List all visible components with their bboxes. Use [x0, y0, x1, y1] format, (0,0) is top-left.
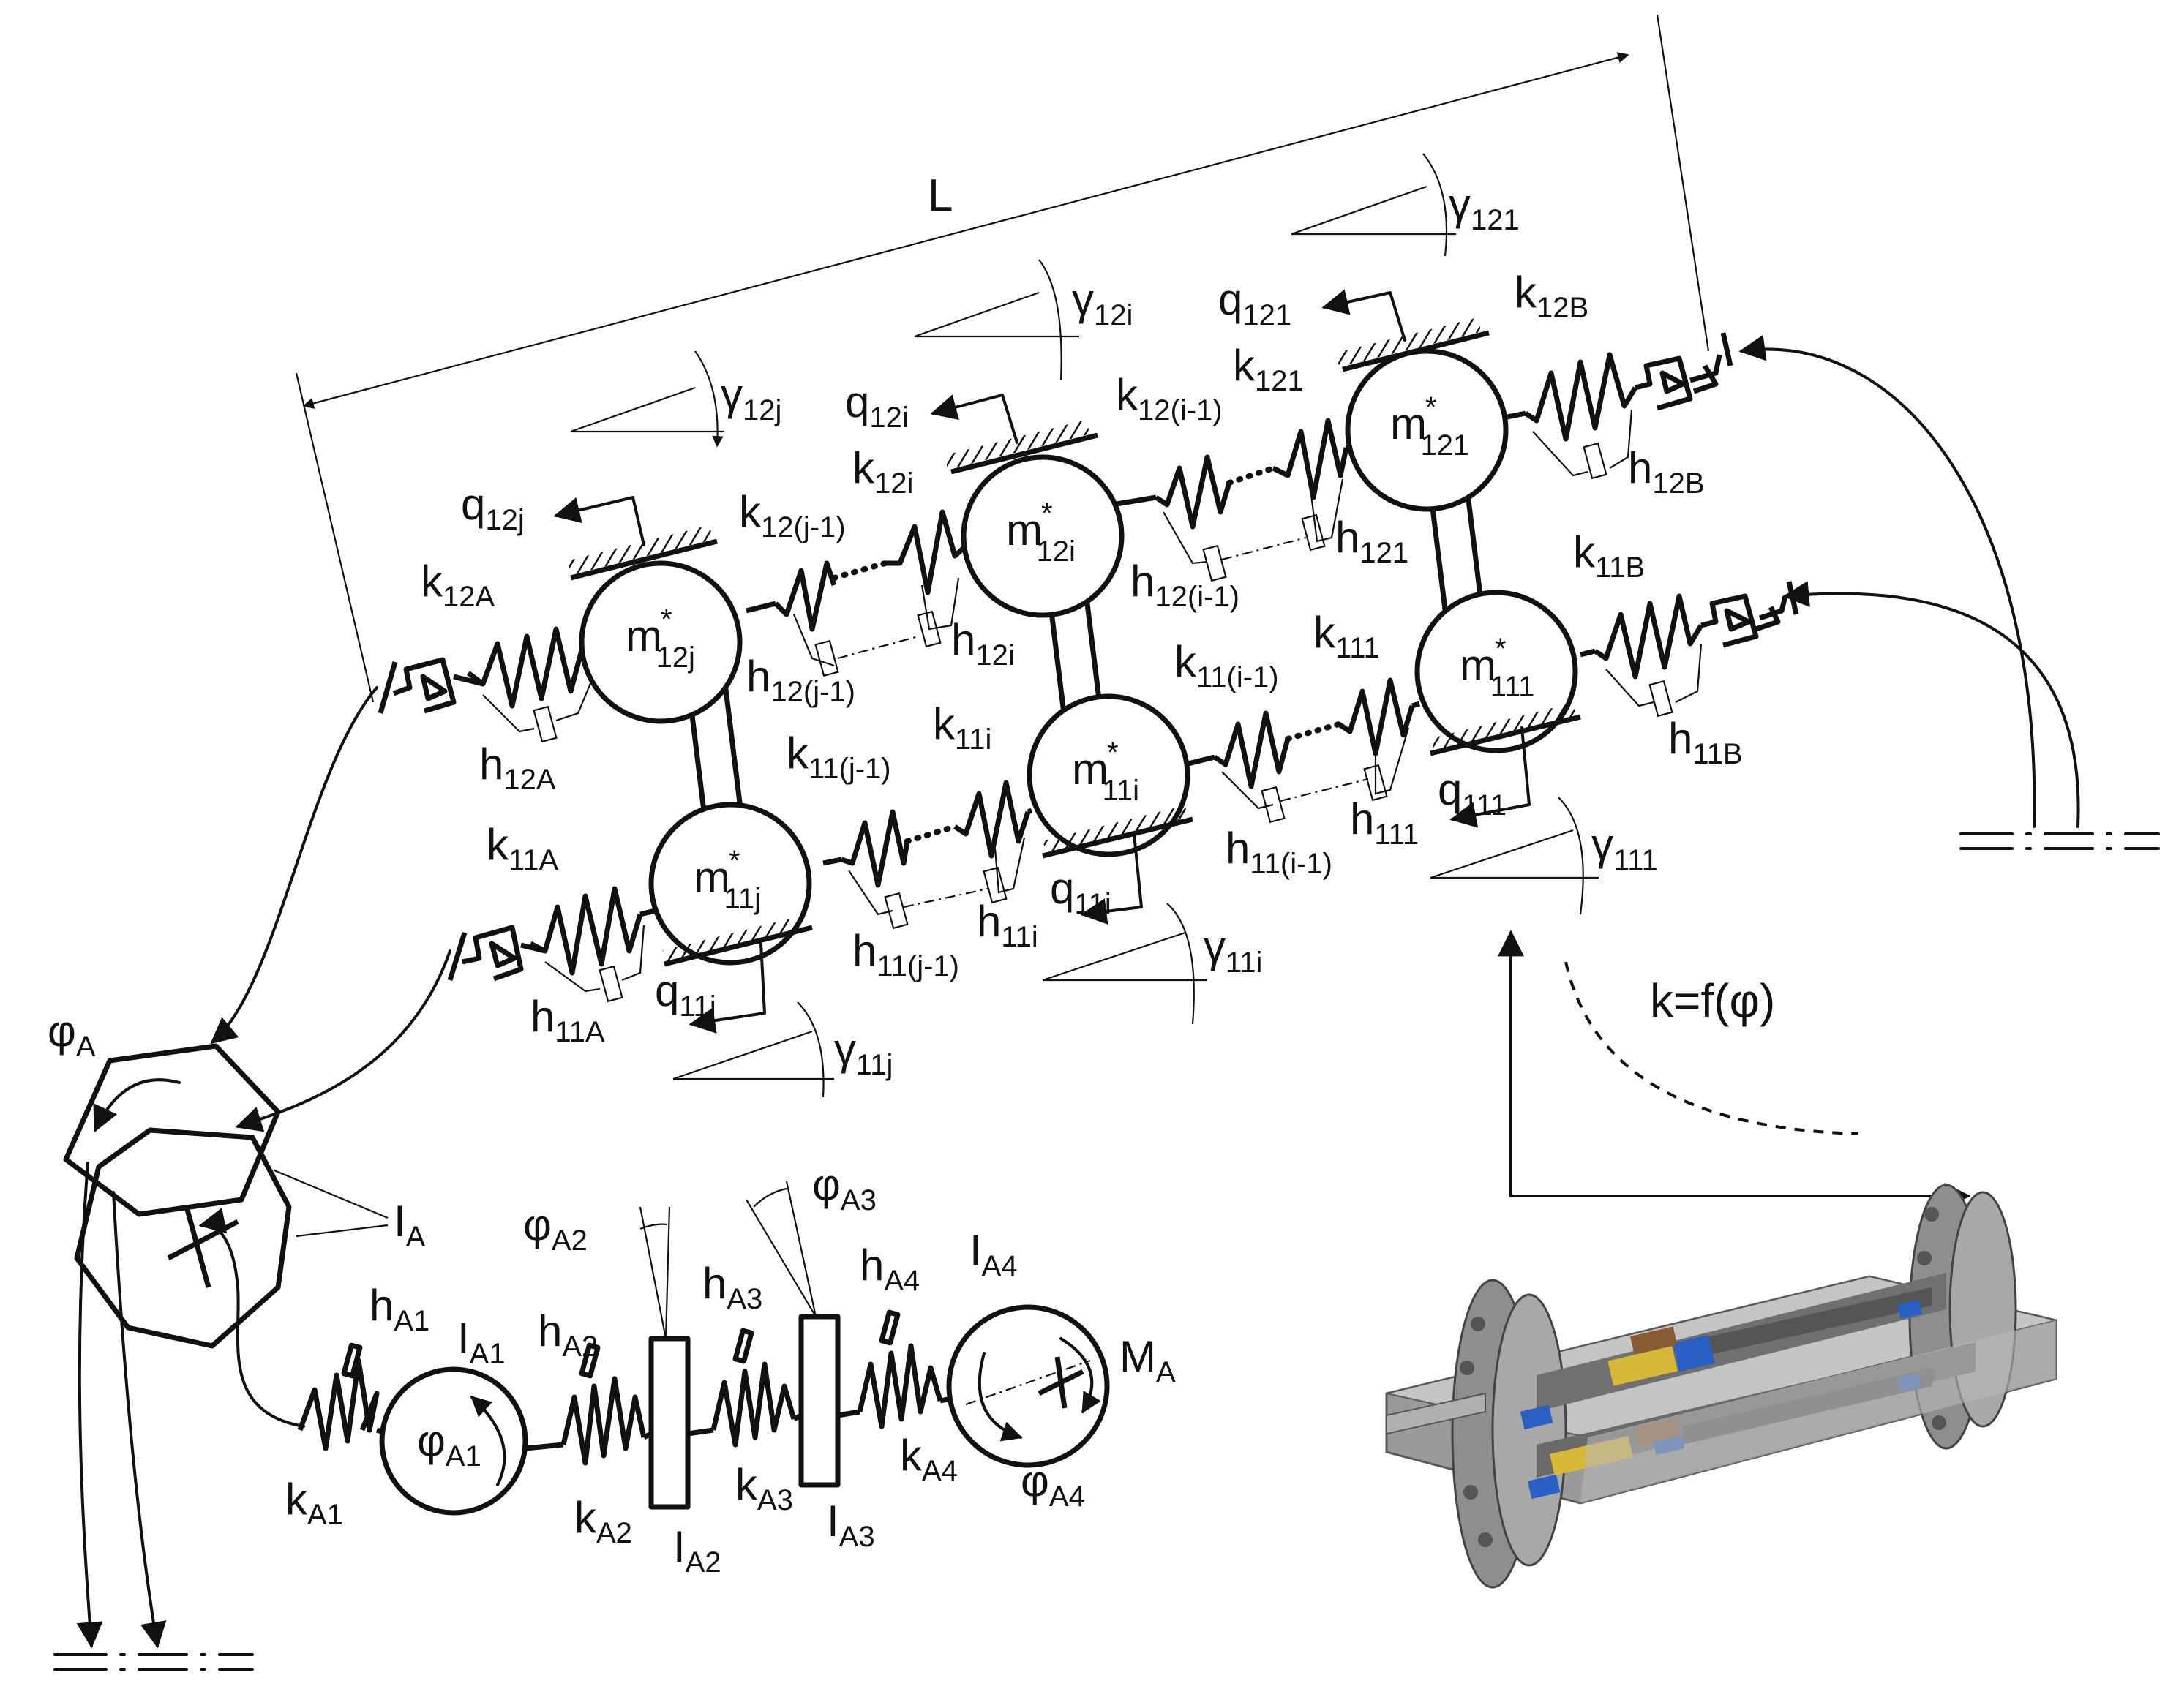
upper-mesh-chain — [378, 332, 1733, 743]
k12A-label: k12A — [421, 557, 495, 613]
k11i-label: k11i — [933, 699, 991, 756]
hA3-label: hA3 — [702, 1259, 762, 1315]
k11i1-label: k11(i-1) — [1174, 637, 1279, 693]
left-links — [53, 686, 451, 1671]
lower-labels: k11A k11(j-1) k11i k11(i-1) k111 k11B h1… — [487, 527, 1743, 1081]
k12j1-label: k12(j-1) — [739, 487, 846, 543]
mass-12j: m*12j — [567, 525, 743, 724]
MA-label: MA — [1119, 1332, 1176, 1388]
right-ground-symbol — [1959, 832, 2160, 850]
gap-and-angle-markers — [553, 153, 1599, 1098]
gamma12j-label: γ12j — [721, 370, 781, 426]
mass-11i: m*11i — [1027, 693, 1193, 859]
h12B-label: h12B — [1628, 443, 1705, 500]
gamma11j-label: γ11j — [834, 1025, 893, 1081]
upper-masses: m*12j m*12i m*121 — [567, 317, 1509, 724]
drive-chain — [297, 1181, 1110, 1516]
q12i-label: q12i — [845, 377, 909, 434]
q111-label: q111 — [1438, 765, 1507, 821]
mass-11j: m*11j — [648, 802, 813, 967]
k12i-label: k12i — [852, 443, 913, 500]
mass-11i-label: m*11i — [1072, 737, 1139, 807]
hA2-label: hA2 — [538, 1306, 598, 1363]
q11i-label: q11i — [1050, 864, 1111, 920]
kA3-label: kA3 — [735, 1460, 793, 1516]
mass-12i-label: m*12i — [1006, 497, 1076, 568]
gamma111-label: γ111 — [1591, 820, 1658, 876]
mass-121-label: m*121 — [1390, 391, 1469, 462]
gamma12i-label: γ12i — [1072, 275, 1133, 331]
h11i-label: h11i — [977, 897, 1038, 953]
drive-labels: hA1 IA1 hA2 φA2 hA3 φA3 hA4 IA4 MA φA1 k… — [285, 1160, 1176, 1579]
stiffness-function-plot: k=f(φ) — [1498, 930, 1971, 1209]
h11j1-label: h11(j-1) — [852, 926, 959, 982]
hA4-label: hA4 — [860, 1241, 920, 1297]
phiA1-label: φA1 — [417, 1416, 481, 1472]
IA-label: IA — [394, 1197, 426, 1253]
h121-label: h121 — [1335, 513, 1408, 569]
stiffness-function-label: k=f(φ) — [1650, 974, 1775, 1027]
phiA2-label: φA2 — [523, 1200, 588, 1257]
k121-label: k121 — [1233, 341, 1304, 397]
h111-label: h111 — [1350, 794, 1419, 851]
mass-111: m*111 — [1414, 590, 1581, 756]
kA1-label: kA1 — [285, 1475, 343, 1531]
length-label: L — [928, 170, 953, 221]
q12j-label: q12j — [461, 480, 525, 536]
h12i1-label: h12(i-1) — [1130, 557, 1239, 613]
q121-label: q121 — [1218, 275, 1291, 331]
kA2-label: kA2 — [574, 1493, 632, 1549]
h12A-label: h12A — [479, 740, 556, 796]
gamma121-label: γ121 — [1449, 180, 1520, 236]
h12i-label: h12i — [951, 615, 1015, 671]
h12j1-label: h12(j-1) — [746, 652, 855, 708]
h11A-label: h11A — [530, 992, 605, 1048]
k11B-label: k11B — [1573, 527, 1645, 584]
mass-111-label: m*111 — [1460, 633, 1534, 703]
mass-12j-label: m*12j — [626, 603, 695, 674]
IA4-label: IA4 — [969, 1226, 1018, 1282]
kA4-label: kA4 — [900, 1431, 958, 1487]
h11i1-label: h11(i-1) — [1226, 824, 1332, 880]
h11B-label: h11B — [1668, 714, 1743, 770]
drive-gears: φA IA — [48, 1007, 426, 1349]
upper-labels: k12A k12(j-1) k12i k12(i-1) k121 k12B h1… — [421, 180, 1705, 796]
length-dimension: L — [295, 14, 1710, 703]
k12B-label: k12B — [1515, 268, 1588, 324]
lower-mesh-chain — [447, 581, 1799, 1003]
gamma11i-label: γ11i — [1204, 922, 1262, 979]
q11j-label: q11j — [655, 966, 716, 1023]
gear-assembly-cutaway-render — [1385, 1184, 2057, 1589]
mass-11j-label: m*11j — [694, 845, 761, 915]
IA1-label: IA1 — [457, 1314, 506, 1370]
k11j1-label: k11(j-1) — [787, 729, 891, 785]
left-ground-symbol — [53, 1653, 254, 1671]
mass-121: m*121 — [1335, 317, 1509, 512]
k12i1-label: k12(i-1) — [1116, 370, 1223, 426]
IA3-label: IA3 — [827, 1497, 875, 1553]
phiA3-label: φA3 — [812, 1160, 877, 1216]
IA2-label: IA2 — [673, 1522, 721, 1579]
phiA-label: φA — [48, 1007, 96, 1063]
mass-12i: m*12i — [944, 420, 1125, 618]
k11A-label: k11A — [487, 820, 559, 876]
hA1-label: hA1 — [369, 1281, 429, 1337]
right-ground-links — [1738, 334, 2160, 850]
phiA4-label: φA4 — [1021, 1456, 1085, 1513]
k111-label: k111 — [1313, 608, 1380, 664]
lower-masses: m*11j m*11i m*111 — [648, 590, 1581, 967]
